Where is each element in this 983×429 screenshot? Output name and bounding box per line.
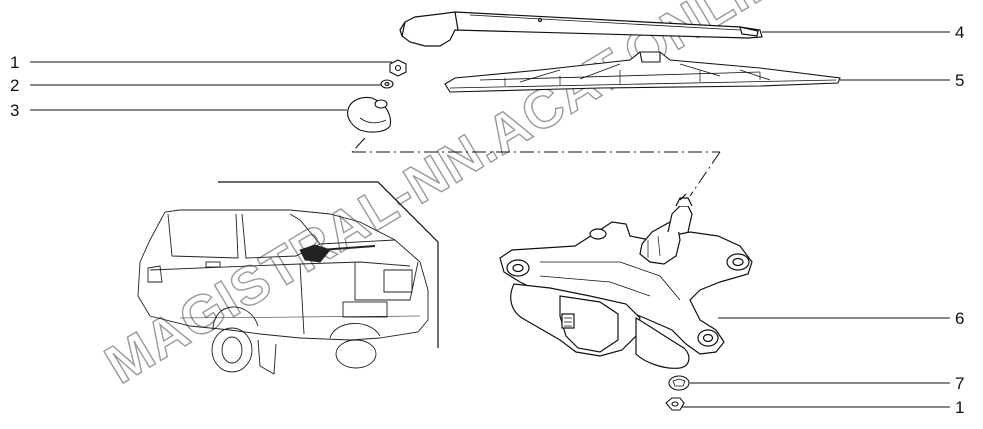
washer	[380, 79, 394, 89]
car-outline	[137, 209, 429, 375]
callout-5: 5	[955, 71, 964, 90]
nut-top	[389, 59, 407, 77]
callout-numbers: 1 2 3 4 5 6 7 1	[10, 23, 964, 417]
toothed-washer	[668, 375, 690, 391]
location-pointer	[218, 181, 439, 348]
callout-7: 7	[955, 374, 964, 393]
callout-4: 4	[955, 23, 964, 42]
rubber-cap	[347, 96, 392, 133]
leader-lines-left	[30, 61, 392, 111]
callout-2: 2	[10, 76, 19, 95]
wiper-arm	[399, 11, 763, 47]
callout-1: 1	[10, 53, 19, 72]
wiper-motor	[499, 193, 753, 369]
assembly-axis	[351, 137, 721, 197]
callout-3: 3	[10, 101, 19, 120]
nut-bottom	[665, 397, 685, 411]
leader-lines-right	[680, 31, 950, 408]
callout-1-bottom: 1	[955, 398, 964, 417]
wiper-blade	[444, 51, 841, 93]
callout-6: 6	[955, 309, 964, 328]
